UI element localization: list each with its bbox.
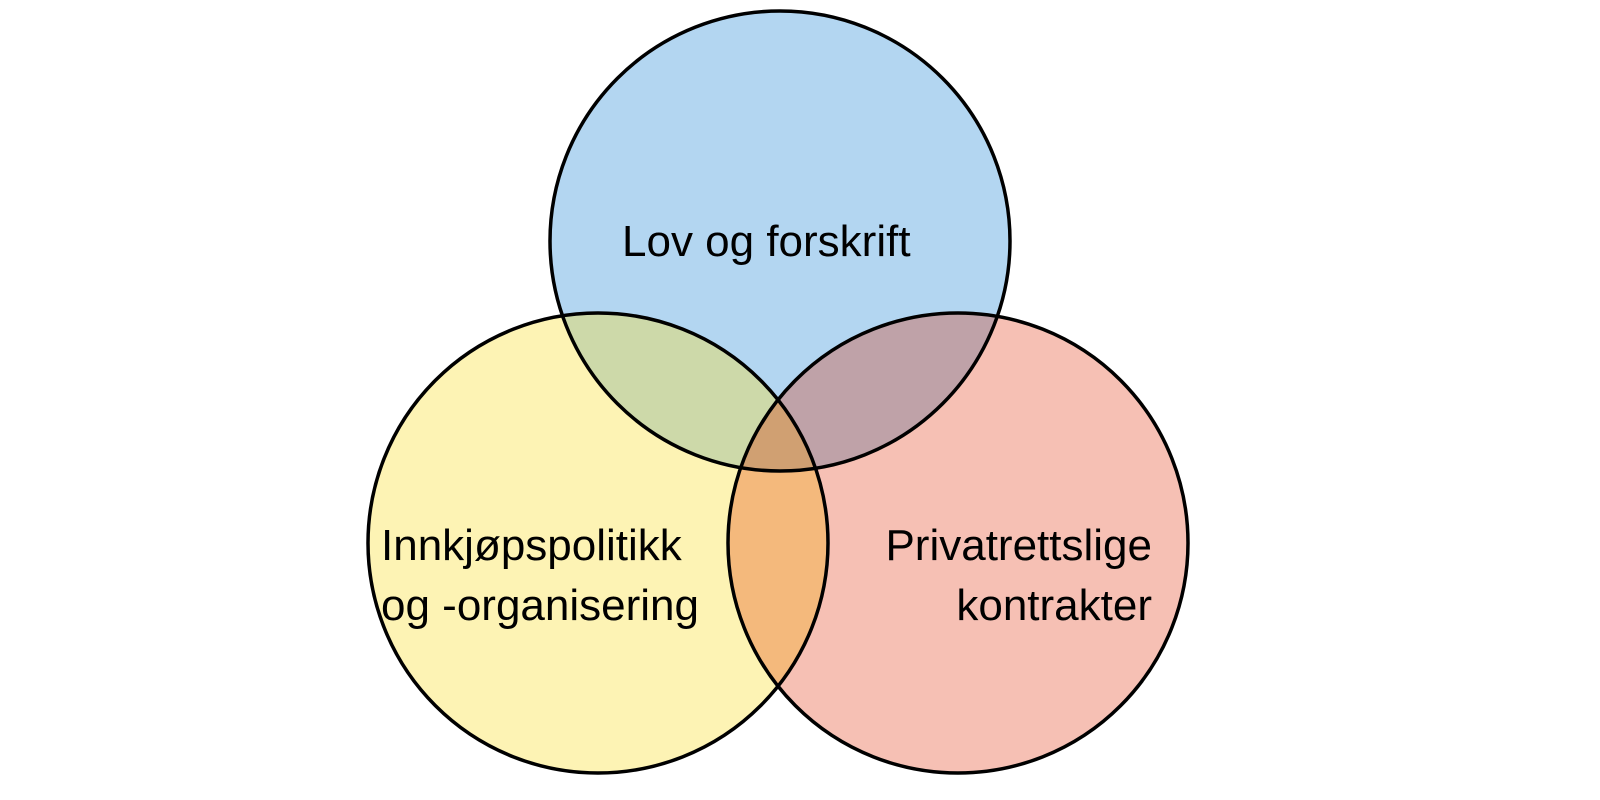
overlap-top-left — [550, 313, 828, 471]
label-top: Lov og forskrift — [622, 217, 911, 266]
outline-top — [548, 9, 1012, 473]
label-left-line-2: og -organisering — [381, 581, 699, 630]
label-right-line-2: kontrakter — [956, 581, 1152, 630]
label-right-line-1: Privatrettslige — [885, 521, 1152, 570]
label-right: Privatrettslige kontrakter — [840, 516, 1152, 636]
label-left: Innkjøpspolitikk og -organisering — [381, 516, 699, 636]
outline-left — [366, 311, 830, 775]
label-left-line-1: Innkjøpspolitikk — [381, 521, 682, 570]
overlap-top-right — [728, 313, 1010, 471]
outline-right — [726, 311, 1190, 775]
